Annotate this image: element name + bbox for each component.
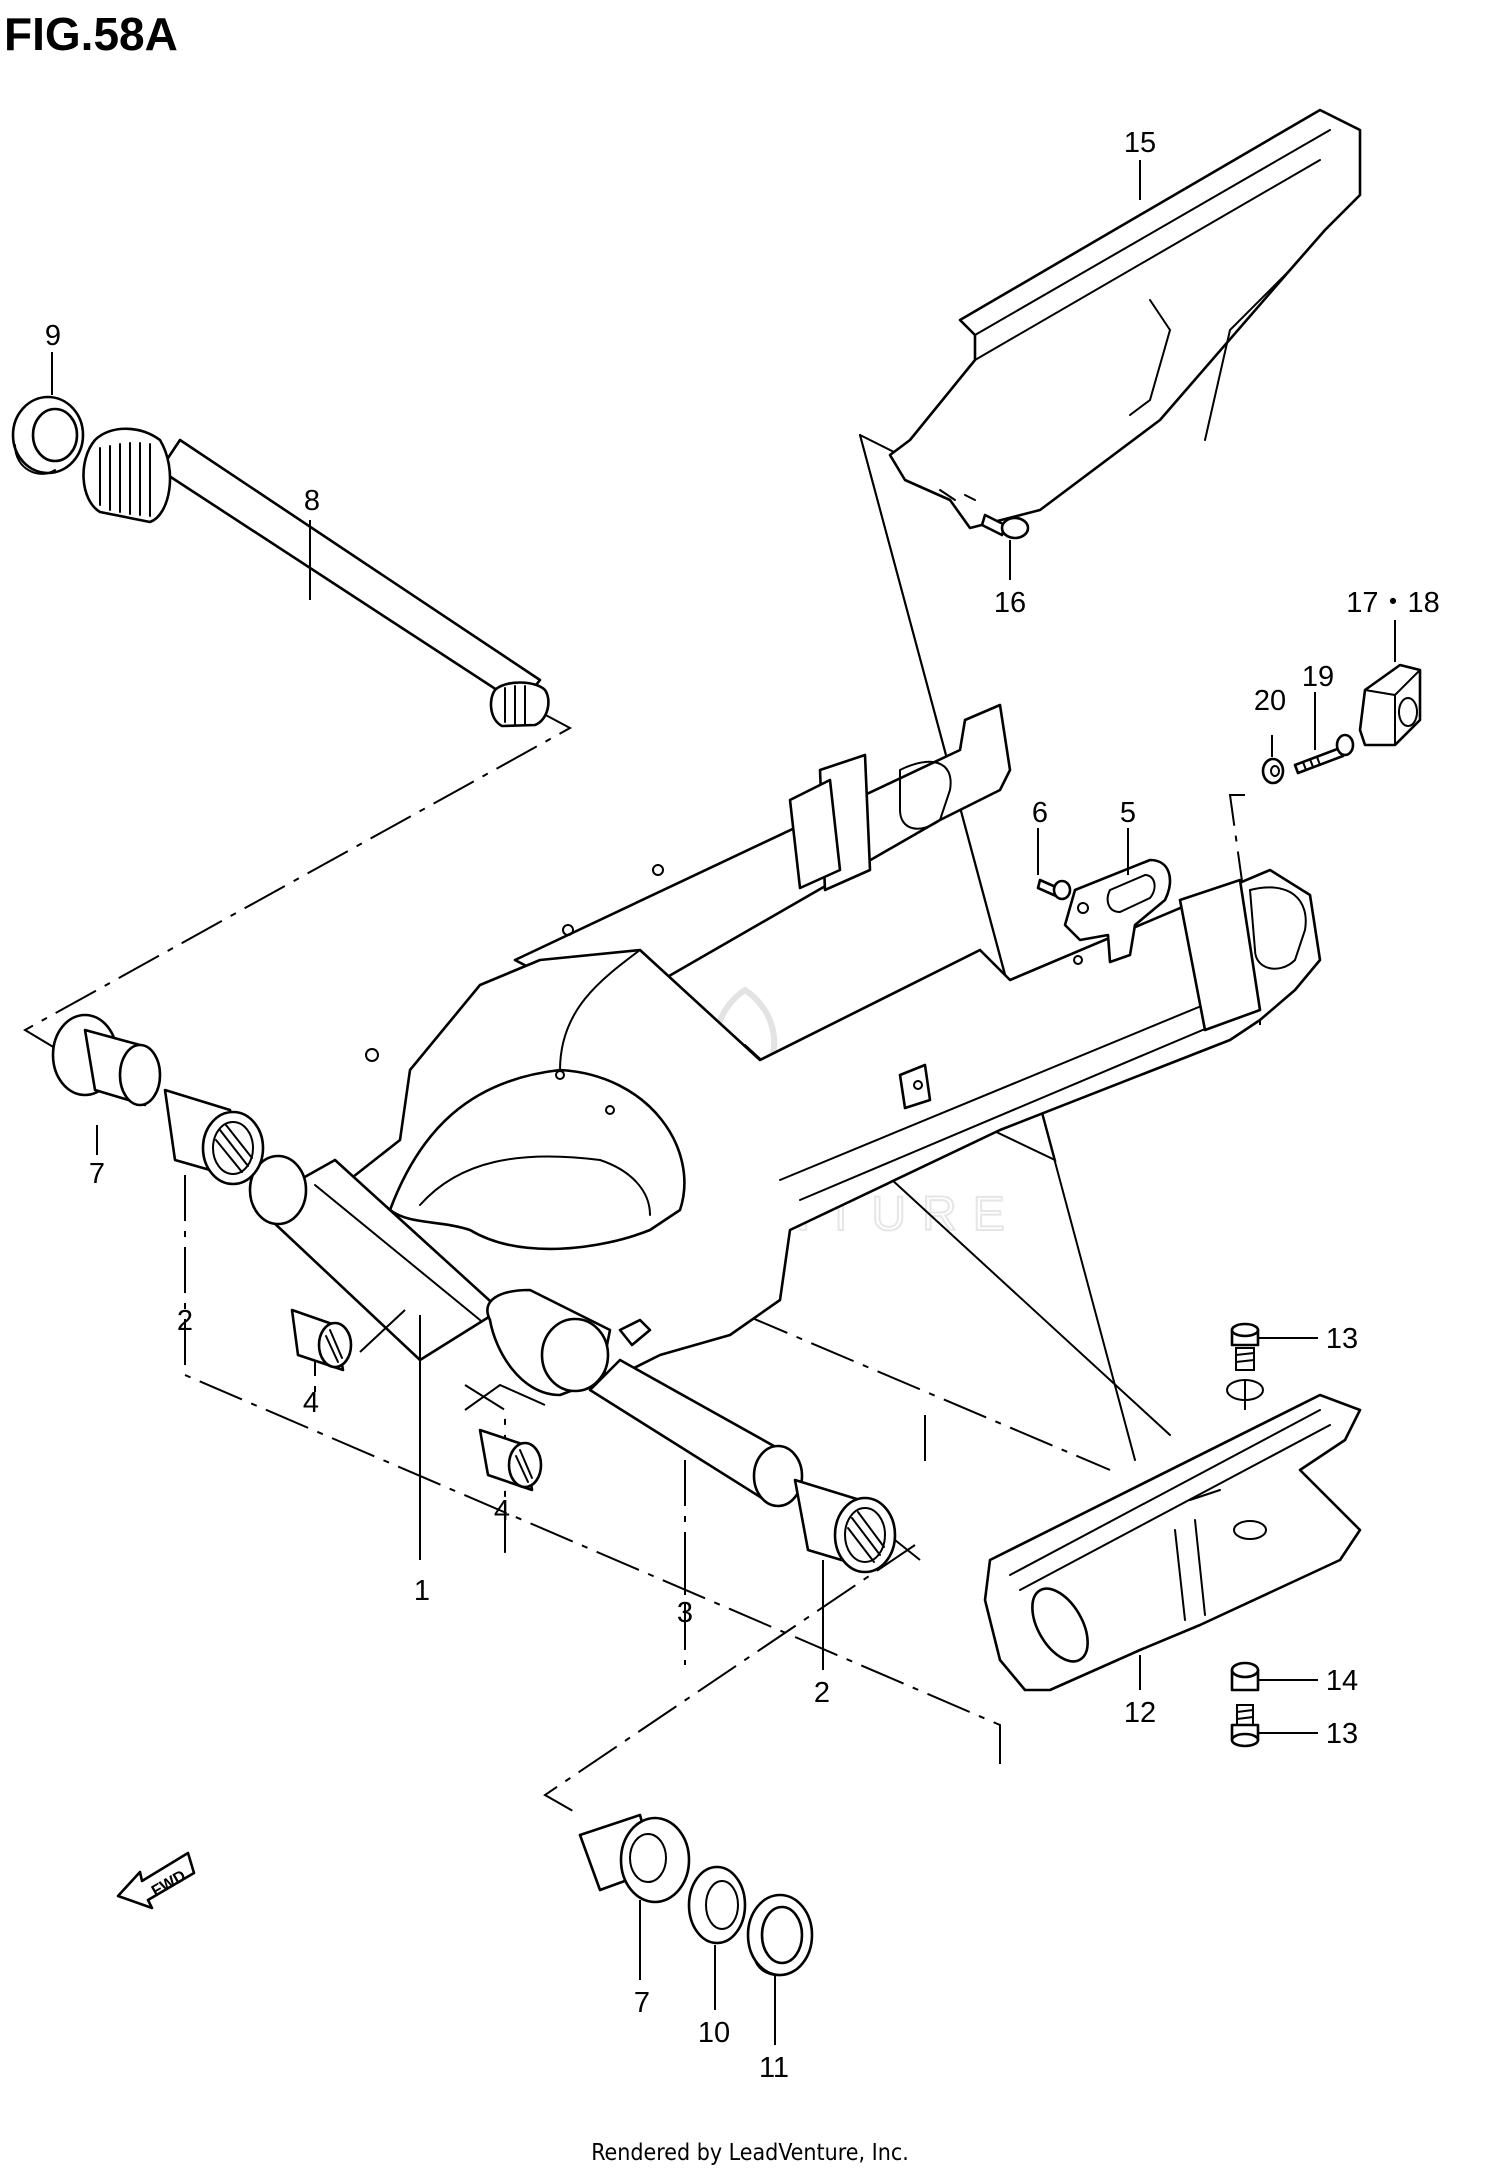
pivot-shaft-part-8 [82, 427, 550, 728]
needle-bearing-part-2-upper [163, 1088, 265, 1186]
collar-part-14 [1230, 1661, 1318, 1692]
plate-part-5 [1063, 858, 1172, 965]
chain-case-part-15 [888, 108, 1362, 530]
chain-guide-part-12 [983, 1379, 1362, 1692]
footer-credit: Rendered by LeadVenture, Inc. [591, 2140, 909, 2166]
callout-9: 9 [45, 320, 61, 352]
swingarm-part-1 [248, 703, 1322, 1397]
callout-leader-lines [51, 160, 1396, 2045]
callout-1: 1 [414, 1575, 430, 1607]
callout-4-right: 4 [494, 1495, 510, 1527]
callout-15: 15 [1124, 127, 1156, 159]
callout-11: 11 [759, 2052, 789, 2084]
callout-13-lower: 13 [1326, 1718, 1358, 1750]
callout-16: 16 [994, 587, 1026, 619]
callout-8: 8 [304, 485, 320, 517]
callout-2-lower: 2 [814, 1677, 830, 1709]
bushing-part-7-lower [578, 1813, 691, 1904]
needle-bearing-part-2-lower [793, 1478, 921, 1574]
adjuster-block-part-17-18 [1358, 663, 1422, 747]
callout-7-upper: 7 [89, 1158, 105, 1190]
washer-part-20 [1261, 757, 1285, 785]
callout-12: 12 [1124, 1697, 1156, 1729]
callout-7-lower: 7 [634, 1987, 650, 2019]
bushing-part-7-upper [51, 1013, 162, 1107]
callout-3: 3 [677, 1597, 693, 1629]
callout-14: 14 [1326, 1665, 1358, 1697]
seal-part-9 [11, 395, 85, 475]
callout-19: 19 [1302, 661, 1334, 693]
bolt-part-13-lower [1230, 1704, 1318, 1748]
bolt-part-19 [1293, 733, 1355, 775]
washer-part-10 [687, 1865, 747, 1945]
callout-13-upper: 13 [1326, 1323, 1358, 1355]
spacer-tube-part-3 [588, 1358, 804, 1508]
figure-title: FIG.58A [4, 8, 178, 60]
callout-6: 6 [1032, 797, 1048, 829]
callout-2-upper: 2 [177, 1305, 193, 1337]
callout-labels: 9 8 15 16 17・18 19 20 6 5 7 2 4 4 1 3 2 … [45, 127, 1440, 2084]
callout-20: 20 [1254, 685, 1286, 717]
seal-part-11 [746, 1893, 814, 1977]
fwd-direction-arrow: FWD [116, 1851, 196, 1910]
callout-4-left: 4 [303, 1387, 319, 1419]
bearing-part-4-left [290, 1308, 406, 1372]
screw-part-16 [980, 513, 1030, 540]
bolt-part-13-upper [1230, 1322, 1318, 1371]
callout-17-18: 17・18 [1346, 587, 1440, 619]
bearing-part-4-right [464, 1383, 546, 1492]
screw-part-6 [1036, 878, 1072, 901]
callout-5: 5 [1120, 797, 1136, 829]
callout-10: 10 [698, 2017, 730, 2049]
